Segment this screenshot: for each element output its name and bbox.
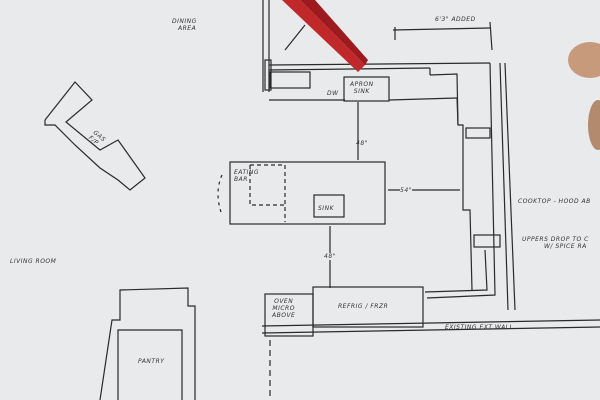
label-dim-48-top: 48" bbox=[356, 140, 368, 147]
finger bbox=[568, 42, 600, 78]
label-pantry: PANTRY bbox=[138, 358, 165, 365]
apron-sink-box bbox=[343, 76, 390, 102]
label-dishwasher: DW bbox=[327, 90, 339, 97]
label-cooktop-note: COOKTOP - HOOD AB bbox=[518, 198, 591, 205]
label-dim-54: 54" bbox=[400, 187, 412, 194]
label-refrig: REFRIG / FRZR bbox=[338, 303, 389, 310]
label-existing-wall: EXISTING EXT WALL bbox=[445, 324, 514, 331]
label-dim-48-bottom: 48" bbox=[324, 253, 336, 260]
red-pen-icon bbox=[282, 0, 368, 72]
label-island-sink: SINK bbox=[318, 205, 335, 212]
island bbox=[229, 161, 386, 225]
label-living-room: LIVING ROOM bbox=[10, 258, 57, 265]
label-added-dimension: 6'3" ADDED bbox=[435, 16, 476, 23]
